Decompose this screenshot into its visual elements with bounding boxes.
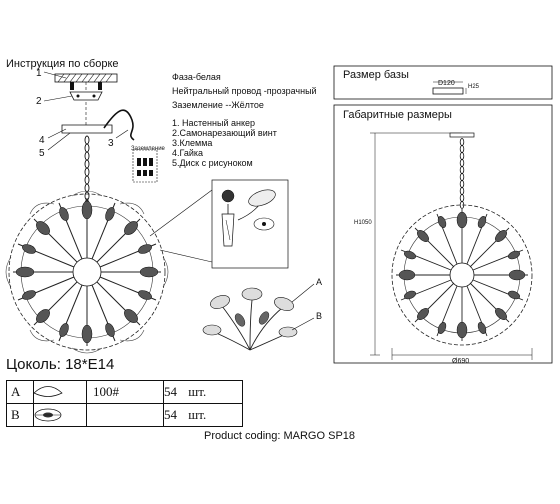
- product-coding: Product coding: MARGO SP18: [204, 430, 356, 442]
- callout-2: 2: [36, 96, 42, 107]
- instruction-title: Инструкция по сборке: [6, 58, 119, 70]
- wiring-ground: Заземление --Жёлтое: [172, 100, 264, 110]
- step-item: 3.Клемма: [172, 138, 213, 148]
- base-height: H25: [468, 84, 480, 90]
- part-code: [86, 403, 164, 427]
- wiring-phase: Фаза-белая: [172, 72, 221, 82]
- part-icon-cell: [33, 380, 87, 404]
- part-qty-value: 54: [164, 384, 177, 399]
- step-item: 1. Настенный анкер: [172, 118, 255, 128]
- callout-3: 3: [108, 138, 114, 149]
- step-item: 4.Гайка: [172, 148, 204, 158]
- step-item: 5.Диск с рисунокoм: [172, 158, 253, 168]
- socket-line: Цоколь: 18*E14: [6, 356, 114, 374]
- detail-callout-a: A: [316, 277, 323, 287]
- callout-5: 5: [39, 148, 45, 159]
- overall-diameter: Ø690: [452, 358, 470, 365]
- detail-callout-b: B: [316, 311, 323, 321]
- parts-table: A 100# 54 шт. B 54 шт.: [6, 380, 243, 427]
- wiring-neutral: Нейтральный провод -прозрачный: [172, 86, 317, 96]
- part-qty-unit: шт.: [188, 384, 207, 399]
- table-row: B 54 шт.: [6, 403, 243, 427]
- part-code: 100#: [86, 380, 164, 404]
- part-qty-unit: шт.: [188, 407, 207, 422]
- part-qty: 54 шт.: [163, 380, 243, 404]
- part-qty-value: 54: [164, 407, 177, 422]
- table-row: A 100# 54 шт.: [6, 380, 243, 404]
- callout-4: 4: [39, 135, 45, 146]
- callout-1: 1: [36, 68, 42, 79]
- part-letter: B: [6, 403, 34, 427]
- base-diameter: D120: [438, 80, 455, 87]
- part-letter: A: [6, 380, 34, 404]
- steps-list: 1. Настенный анкер 2.Самонарезающий винт…: [172, 118, 277, 168]
- part-qty: 54 шт.: [163, 403, 243, 427]
- socket-label: Цоколь:: [6, 356, 61, 373]
- part-icon-cell: [33, 403, 87, 427]
- step-item: 2.Самонарезающий винт: [172, 128, 277, 138]
- terminal-label: Заземление: [131, 146, 165, 152]
- base-size-title: Размер базы: [343, 69, 409, 81]
- socket-value: 18*E14: [65, 356, 115, 373]
- overall-title: Габаритные размеры: [343, 109, 452, 121]
- overall-height: H1050: [354, 220, 372, 226]
